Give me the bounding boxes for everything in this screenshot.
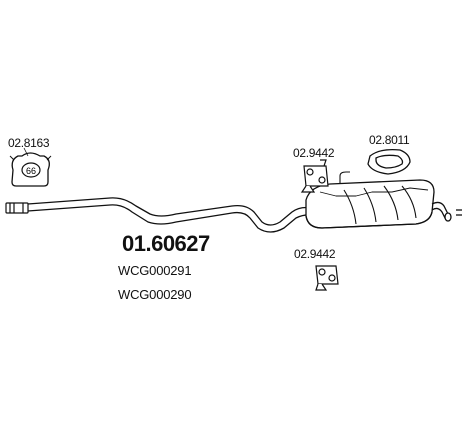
hanger-upper-part-code[interactable]: 02.9442 [293, 146, 335, 160]
cross-ref-2[interactable]: WCG000290 [118, 287, 192, 302]
clamp-leader-line [23, 147, 29, 157]
tailpipe [431, 201, 462, 222]
rubber-hanger-lower-icon[interactable] [315, 265, 339, 291]
clamp-part-code[interactable]: 02.8163 [8, 136, 50, 150]
cross-ref-1[interactable]: WCG000291 [118, 263, 192, 278]
hanger-lower-part-code[interactable]: 02.9442 [294, 247, 336, 261]
exhaust-pipe[interactable] [13, 197, 313, 233]
rubber-hanger-upper-icon[interactable] [300, 159, 329, 193]
gasket-ring-icon[interactable] [367, 148, 411, 175]
clamp-badge-text: 66 [26, 166, 36, 176]
gasket-part-code[interactable]: 02.8011 [369, 133, 410, 147]
pipe-inlet-end [5, 202, 29, 214]
main-part-number[interactable]: 01.60627 [122, 231, 210, 256]
clamp-part-icon[interactable] [9, 152, 52, 187]
